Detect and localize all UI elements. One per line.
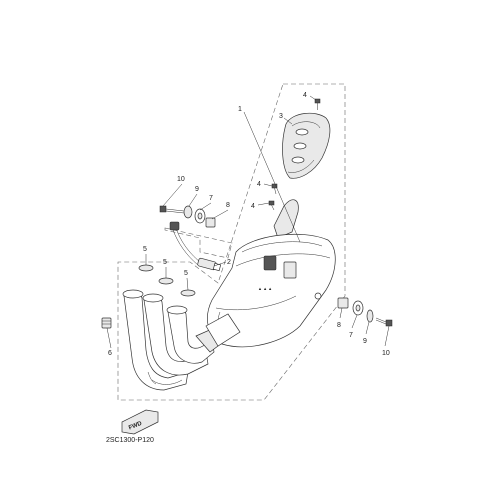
- right-mount-hardware: [337, 297, 393, 327]
- callout-7: 7: [349, 332, 353, 339]
- callout-4: 4: [257, 181, 261, 188]
- leader-lines: [106, 95, 390, 349]
- heat-protector: [282, 112, 331, 179]
- fwd-arrow: FWD: [121, 409, 159, 435]
- left-mount-hardware: [159, 205, 216, 228]
- callout-5: 5: [163, 259, 167, 266]
- nut-6: [101, 317, 112, 329]
- assembly-boundary-sensor: [164, 227, 233, 259]
- callout-labels: 1 2 3 4 4 4 5 5 5 6 7 7 8 8 9 9 10 10: [108, 92, 390, 357]
- protector-screws: [268, 98, 321, 211]
- assembly-boundary-main: [117, 83, 346, 401]
- mounting-bracket: [273, 199, 299, 239]
- exhaust-header-pipes: [122, 289, 241, 391]
- callout-10: 10: [382, 350, 390, 357]
- o2-sensor: [169, 221, 222, 272]
- callout-1: 1: [238, 106, 242, 113]
- callout-9: 9: [363, 338, 367, 345]
- callout-6: 6: [108, 350, 112, 357]
- diagram-code: 2SC1300-P120: [106, 437, 154, 444]
- callout-10: 10: [177, 176, 185, 183]
- fwd-label: FWD: [128, 421, 144, 432]
- svg-text:▲ ▲ ▲: ▲ ▲ ▲: [258, 286, 272, 291]
- callout-8: 8: [337, 322, 341, 329]
- callout-4: 4: [303, 92, 307, 99]
- callout-2: 2: [227, 259, 231, 266]
- callout-4: 4: [251, 203, 255, 210]
- callout-8: 8: [226, 202, 230, 209]
- callout-5: 5: [143, 246, 147, 253]
- callout-7: 7: [209, 195, 213, 202]
- callout-3: 3: [279, 113, 283, 120]
- gaskets: [138, 264, 196, 297]
- callout-9: 9: [195, 186, 199, 193]
- callout-5: 5: [184, 270, 188, 277]
